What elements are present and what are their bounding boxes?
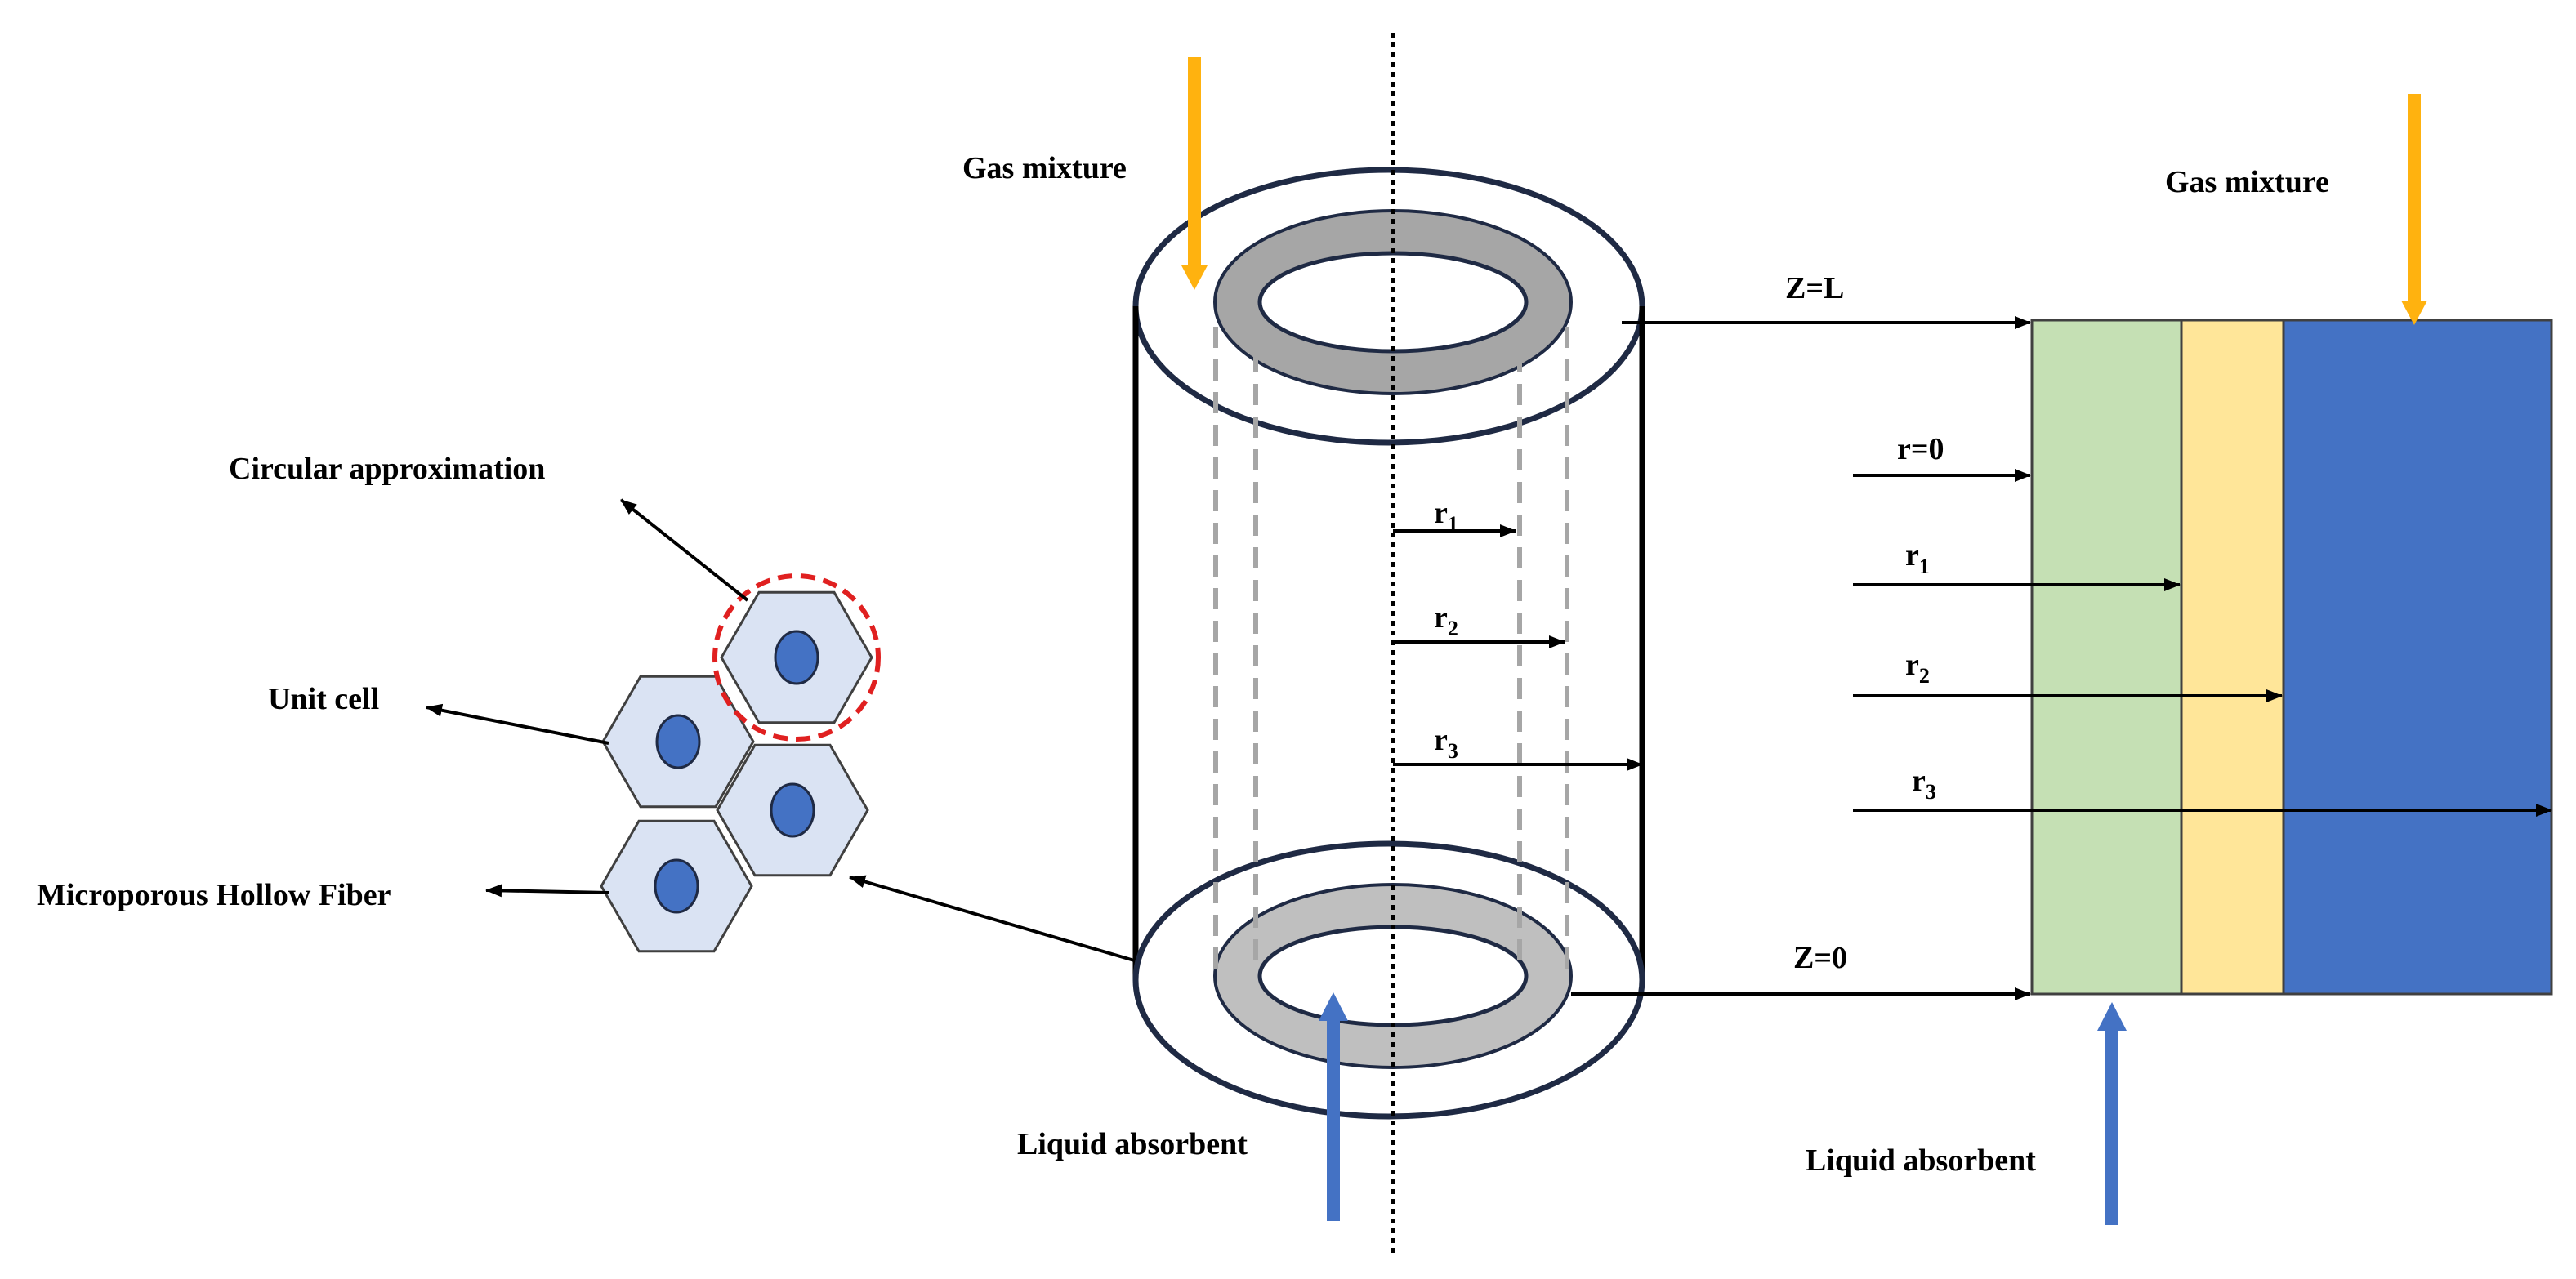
hollow-fiber-cross-section xyxy=(655,714,701,769)
region-liquid xyxy=(2030,319,2183,996)
microporous-hollow-fiber-label: Microporous Hollow Fiber xyxy=(37,878,391,912)
z-bottom-label: Z=0 xyxy=(1793,941,1847,975)
r3-label-right: r3 xyxy=(1912,764,1936,804)
r3-label-cylinder: r3 xyxy=(1434,723,1458,763)
fiber-to-cell-arrow xyxy=(849,875,1141,964)
gas-mixture-arrowhead-right xyxy=(2401,301,2427,325)
gas-mixture-arrowhead-left xyxy=(1181,265,1208,290)
liquid-absorbent-arrowhead-right xyxy=(2097,1002,2127,1031)
hollow-fiber-cross-section xyxy=(774,630,819,685)
circular-approximation-outline xyxy=(712,573,881,742)
domain-cross-section xyxy=(2030,319,2553,996)
liquid-absorbent-arrowhead-left xyxy=(1319,992,1348,1021)
gas-mixture-label-right: Gas mixture xyxy=(2165,165,2329,199)
r1-label-cylinder: r1 xyxy=(1434,496,1458,536)
unit-cell-label: Unit cell xyxy=(268,682,379,716)
hollow-fiber-cross-section xyxy=(654,858,699,914)
z-top-label: Z=L xyxy=(1785,271,1844,305)
hollow-fiber-cross-section xyxy=(770,782,815,838)
hollow-fiber-cylinder: r1 r2 r3 xyxy=(1132,33,1645,1254)
r2-label-right: r2 xyxy=(1905,648,1930,688)
circular-approximation-label: Circular approximation xyxy=(229,452,545,486)
r1-label-right: r1 xyxy=(1905,538,1930,578)
liquid-absorbent-label-left: Liquid absorbent xyxy=(1017,1127,1248,1161)
unit-cell-arrow xyxy=(426,703,609,745)
microporous-hollow-fiber-arrow xyxy=(485,884,609,898)
gas-mixture-label-left: Gas mixture xyxy=(962,151,1127,185)
circular-approximation-arrow xyxy=(619,498,749,602)
region-membrane xyxy=(2180,319,2285,996)
r0-label-right: r=0 xyxy=(1897,432,1944,466)
r2-label-cylinder: r2 xyxy=(1434,600,1458,640)
liquid-absorbent-label-right: Liquid absorbent xyxy=(1806,1143,2036,1178)
unit-cells xyxy=(600,590,873,953)
region-gas xyxy=(2282,319,2553,996)
